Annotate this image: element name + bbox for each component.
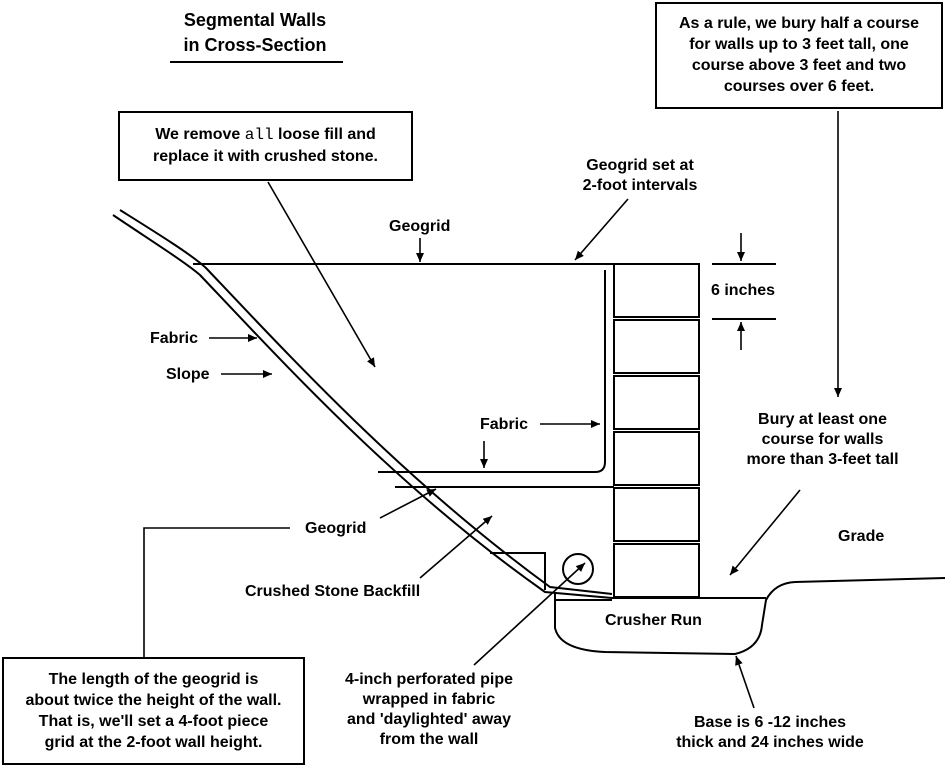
wall-block [613,375,700,430]
label-bury-one-course-line-2: course for walls [761,431,884,448]
label-geogrid-intervals-line-2: 2-foot intervals [582,177,698,194]
label-base-line-2: thick and 24 inches wide [676,734,864,751]
label-bury-one-course-line-1: Bury at least one [758,411,887,428]
arrow-geogrid-lower [379,488,437,519]
pipe-circle [562,553,594,585]
callout-geogrid-length-line-3: That is, we'll set a 4-foot piece [38,713,269,730]
label-crushed-stone-backfill: Crushed Stone Backfill [245,583,421,600]
label-geogrid-lower: Geogrid [305,520,367,537]
label-crusher-run: Crusher Run [605,612,702,629]
callout-remove-fill-line-2: replace it with crushed stone. [153,148,378,165]
callout-bury-rule-line-2: for walls up to 3 feet tall, one [689,36,909,53]
wall-block [613,487,700,542]
crusher-run-base [554,577,945,656]
slope-line-outer [112,214,613,599]
label-base-line-1: Base is 6 -12 inches [693,714,847,731]
label-pipe-line-1: 4-inch perforated pipe [344,671,514,688]
label-fabric-mid: Fabric [480,416,529,433]
label-grade: Grade [838,528,885,545]
title-underline [170,61,343,63]
wall-block [613,263,700,318]
callout-bury-rule-line-4: courses over 6 feet. [723,78,875,95]
arrow-remove-fill [267,181,376,368]
label-geogrid-top: Geogrid [389,218,451,235]
label-base: Base is 6 -12 inches thick and 24 inches… [665,713,875,753]
callout-geogrid-length: The length of the geogrid is about twice… [2,657,305,765]
callout-remove-fill-line-1: We remove all loose fill and [120,124,411,146]
label-pipe: 4-inch perforated pipe wrapped in fabric… [330,670,528,750]
callout-geogrid-length-line-4: grid at the 2-foot wall height. [44,734,263,751]
diagram-title: Segmental Walls in Cross-Section [150,8,360,58]
arrow-bury-one-course [729,489,801,576]
arrow-geogrid-intervals [574,198,629,261]
callout-geogrid-length-line-2: about twice the height of the wall. [25,692,282,709]
connector-geogrid-length [143,527,290,657]
label-geogrid-intervals-line-1: Geogrid set at [586,157,694,174]
label-pipe-line-3: and 'daylighted' away [346,711,512,728]
label-geogrid-intervals: Geogrid set at 2-foot intervals [560,156,720,196]
callout-remove-fill-code: all [244,126,274,144]
callout-remove-fill: We remove all loose fill and replace it … [118,111,413,181]
slope-line-inner [119,209,613,595]
callout-geogrid-length-line-1: The length of the geogrid is [48,671,259,688]
label-fabric-left: Fabric [150,330,199,347]
callout-remove-fill-line-1-post: loose fill and [273,126,376,143]
arrow-crushed-stone [419,515,493,579]
callout-bury-rule-line-1: As a rule, we bury half a course [678,15,920,32]
title-line-2: in Cross-Section [183,35,327,55]
wall-block [613,431,700,486]
wall-block [613,543,700,598]
arrow-pipe [473,562,586,666]
label-six-inches: 6 inches [711,282,776,299]
drain-outline [490,552,546,590]
callout-remove-fill-line-1-pre: We remove [155,126,245,143]
arrow-base [735,655,755,709]
label-bury-one-course: Bury at least one course for walls more … [730,410,915,470]
wall-block [613,319,700,374]
fabric-line [378,270,606,473]
label-slope: Slope [166,366,210,383]
label-pipe-line-2: wrapped in fabric [362,691,496,708]
label-bury-one-course-line-3: more than 3-feet tall [746,451,899,468]
label-pipe-line-4: from the wall [379,731,479,748]
callout-bury-rule-line-3: course above 3 feet and two [691,57,907,74]
title-line-1: Segmental Walls [183,10,327,30]
callout-bury-rule: As a rule, we bury half a course for wal… [655,2,943,109]
